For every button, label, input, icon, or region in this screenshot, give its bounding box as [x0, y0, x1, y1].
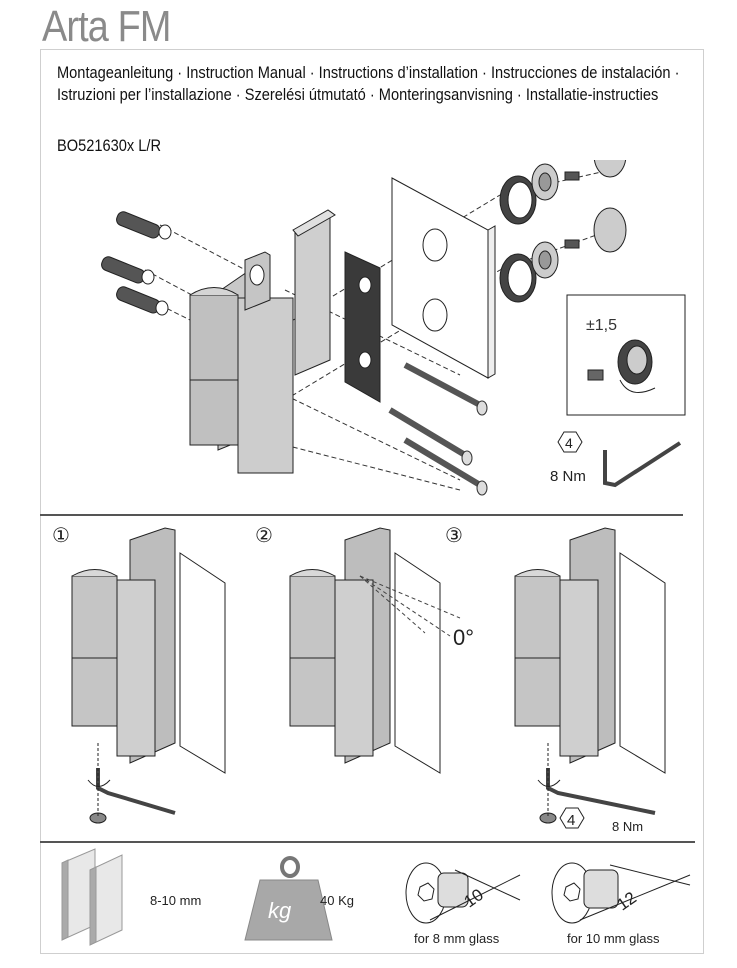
document-subtitle: Montageanleitung · Instruction Manual · … — [57, 63, 680, 104]
hinge-mounted-icon — [514, 527, 666, 774]
instruction-frame — [40, 49, 704, 954]
weight-icon — [244, 856, 333, 941]
screw-10-icon — [405, 862, 521, 924]
wall-plug-icon — [116, 286, 169, 316]
model-number: BO521630x L/R — [57, 136, 162, 155]
hinge-mounted-icon — [289, 527, 441, 774]
step-1 — [71, 527, 226, 824]
specs-row: 8-10 mm kg 40 Kg 10 for 8 mm glass 12 fo… — [61, 848, 691, 946]
screw-12-caption: for 10 mm glass — [567, 931, 660, 946]
screw-10-caption: for 8 mm glass — [414, 931, 500, 946]
gasket-icon — [344, 251, 381, 403]
hex-key-icon — [603, 441, 682, 488]
clamp-ring-icon — [499, 160, 627, 225]
hex-tool-size: 4 — [565, 435, 573, 451]
step-2 — [289, 527, 461, 774]
step-2-number: ② — [255, 525, 273, 547]
exploded-view-illustration: ±1,5 4 8 Nm — [101, 160, 686, 496]
glass-panel-icon — [391, 177, 496, 379]
step-3-number: ③ — [445, 525, 463, 547]
glass-panels-icon — [61, 848, 123, 946]
cover-plate-icon — [292, 209, 336, 376]
angle-lines — [359, 575, 461, 637]
step-3-tool-size: 4 — [567, 812, 575, 829]
torque-label: 8 Nm — [550, 468, 586, 485]
section-divider — [40, 841, 695, 843]
wood-screw-icon — [403, 362, 488, 416]
wall-plug-icon — [101, 256, 155, 285]
clamp-ring-icon — [499, 207, 627, 303]
step-1-number: ① — [52, 525, 70, 547]
hex-key-icon — [87, 768, 176, 815]
wood-screw-icon — [388, 407, 473, 466]
section-divider — [40, 514, 683, 516]
hex-tool-icon — [557, 431, 583, 453]
document-title: Arta FM — [42, 2, 171, 51]
step-3 — [514, 527, 666, 824]
wood-screw-icon — [403, 437, 488, 496]
hex-key-icon — [537, 768, 656, 815]
step-3-torque: 8 Nm — [612, 819, 643, 834]
adjustment-ring-icon — [587, 339, 656, 393]
max-weight-label: 40 Kg — [320, 893, 354, 908]
hex-tool-icon — [559, 807, 585, 829]
steps-illustration: ① ② ③ 0° 4 8 Nm — [52, 525, 666, 834]
wall-plug-icon — [116, 211, 172, 240]
glass-thickness-label: 8-10 mm — [150, 893, 201, 908]
screw-12-icon — [551, 862, 691, 924]
hinge-mounted-icon — [71, 527, 226, 774]
angle-label: 0° — [453, 625, 474, 650]
weight-icon-label: kg — [268, 898, 292, 923]
hinge-body-icon — [189, 251, 294, 474]
adjustment-label: ±1,5 — [586, 317, 617, 334]
